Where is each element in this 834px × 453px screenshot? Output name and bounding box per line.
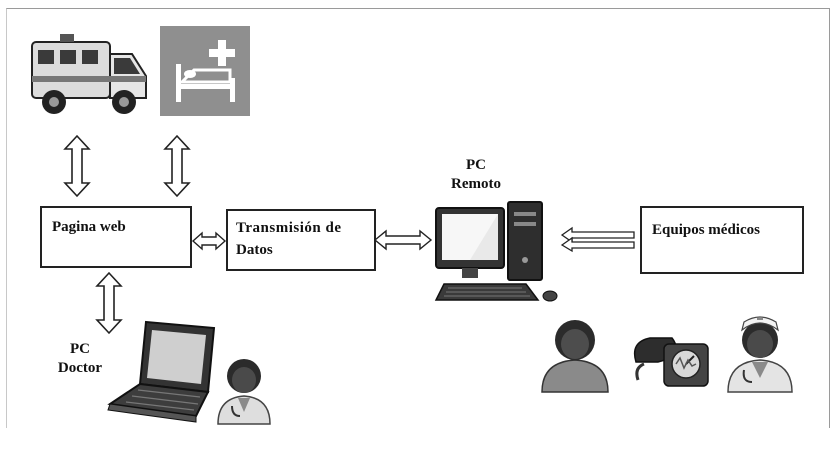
equipos-label: Equipos médicos xyxy=(652,222,760,238)
equipos-pc-arrow xyxy=(560,226,635,253)
transmision-label-line2: Datos xyxy=(236,242,273,258)
hospital-web-arrow xyxy=(163,134,191,198)
laptop-icon xyxy=(107,320,216,423)
pagina-web-label: Pagina web xyxy=(52,219,126,235)
web-transmision-arrow xyxy=(191,231,227,251)
patient-icon xyxy=(541,320,609,393)
transmision-datos-box: Transmisión de Datos xyxy=(226,209,376,271)
pc-remoto-label: PC Remoto xyxy=(446,156,506,194)
ambulance-web-arrow xyxy=(63,134,91,198)
diagram-frame xyxy=(6,8,830,428)
blood-pressure-monitor-icon xyxy=(633,337,709,387)
web-doctor-arrow xyxy=(95,271,123,335)
pc-doctor-label: PC Doctor xyxy=(50,340,110,378)
desktop-computer-icon xyxy=(434,201,558,302)
pc-remoto-line2: Remoto xyxy=(451,176,501,192)
transmision-label-line1: Transmisión de xyxy=(236,220,342,236)
hospital-bed-icon xyxy=(160,26,250,116)
pc-doctor-line2: Doctor xyxy=(57,360,103,376)
equipos-medicos-box: Equipos médicos xyxy=(640,206,804,274)
pc-doctor-line1: PC xyxy=(70,341,90,357)
transmision-pc-arrow xyxy=(373,229,433,251)
doctor-icon xyxy=(217,359,271,425)
pagina-web-box: Pagina web xyxy=(40,206,192,268)
ambulance-icon xyxy=(31,34,147,114)
pc-remoto-line1: PC xyxy=(466,157,486,173)
nurse-icon xyxy=(727,316,793,393)
